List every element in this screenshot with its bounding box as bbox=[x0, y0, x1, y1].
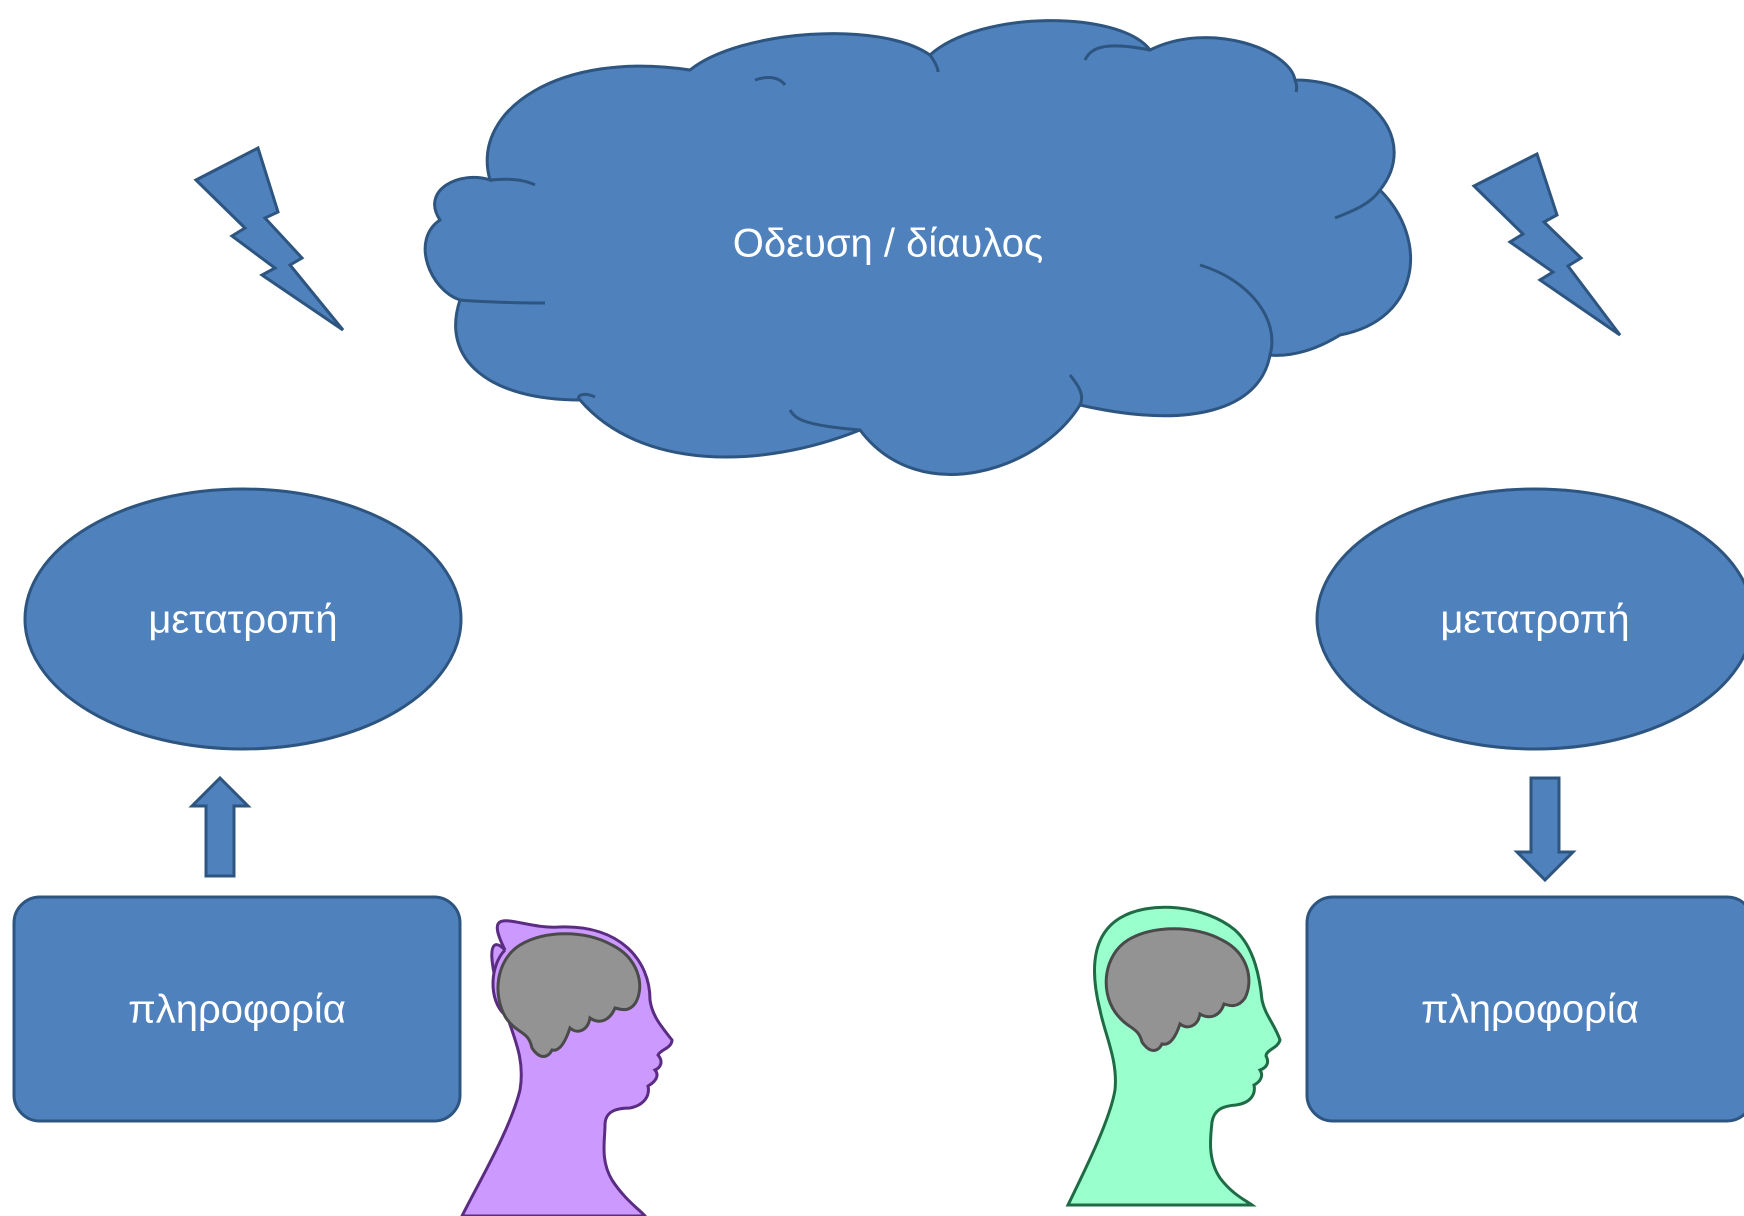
sender-ellipse-label: μετατροπή bbox=[148, 598, 337, 642]
receiver-information-box: πληροφορία bbox=[1305, 895, 1744, 1123]
lightning-bolt-icon bbox=[193, 145, 345, 332]
sender-information-box: πληροφορία bbox=[12, 895, 462, 1123]
sender-box-label: πληροφορία bbox=[128, 988, 346, 1032]
channel-cloud: Οδευση / δίαυλος bbox=[423, 19, 1412, 476]
arrow-down-icon bbox=[1513, 776, 1577, 883]
lightning-bolt-icon bbox=[1471, 151, 1622, 337]
receiver-box-label: πληροφορία bbox=[1421, 988, 1639, 1032]
brain-icon bbox=[496, 932, 642, 1058]
cloud-label: Οδευση / δίαυλος bbox=[733, 222, 1043, 266]
brain-icon bbox=[1104, 927, 1251, 1052]
receiver-ellipse-label: μετατροπή bbox=[1440, 598, 1629, 642]
receiver-decoding-ellipse: μετατροπή bbox=[1315, 487, 1744, 751]
arrow-up-icon bbox=[188, 775, 252, 878]
sender-encoding-ellipse: μετατροπή bbox=[23, 487, 463, 751]
cloud-shape bbox=[423, 19, 1412, 476]
